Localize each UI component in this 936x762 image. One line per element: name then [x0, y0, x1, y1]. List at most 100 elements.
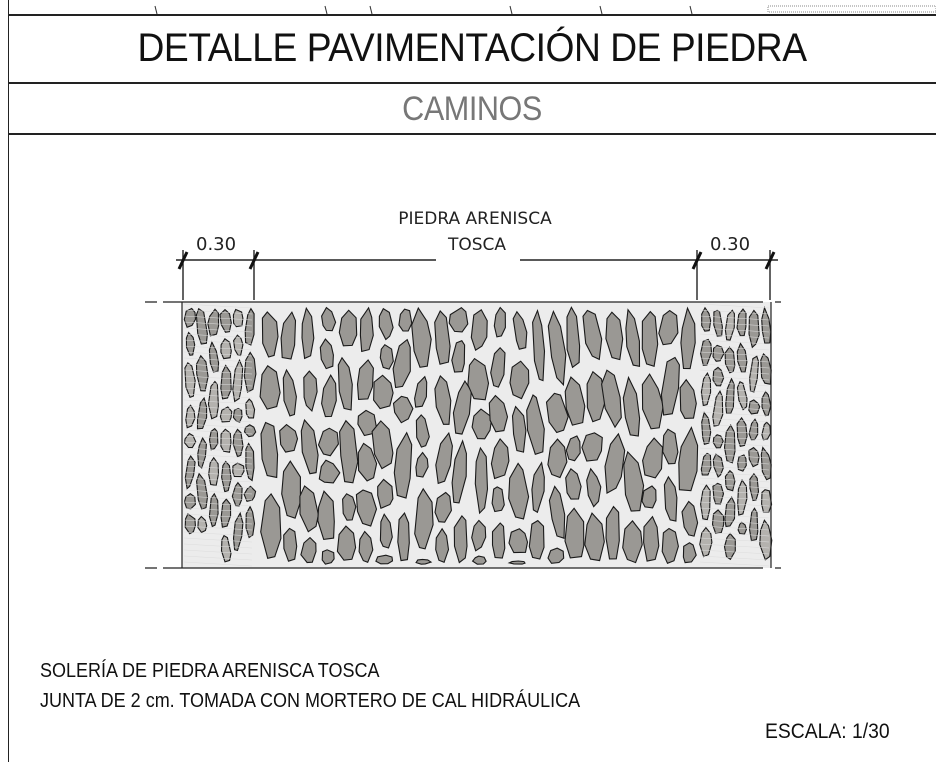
stone	[679, 378, 697, 419]
stone	[371, 420, 394, 470]
hatch-line	[699, 381, 770, 387]
stone	[280, 311, 297, 360]
hatch-line	[699, 507, 770, 513]
stone	[208, 340, 220, 373]
stone	[625, 308, 641, 367]
stone	[434, 310, 451, 365]
stone	[582, 309, 603, 361]
stone	[712, 344, 725, 362]
stone	[375, 554, 394, 565]
hatch-line	[699, 471, 770, 477]
material-label-line2: TOSCA	[447, 235, 506, 255]
stone	[467, 357, 490, 401]
hatch-line	[699, 555, 770, 561]
stone	[208, 456, 220, 487]
stone	[748, 309, 760, 349]
stone	[471, 519, 487, 552]
hatch-line	[183, 471, 253, 477]
stone	[564, 376, 586, 426]
hatch-line	[699, 435, 770, 441]
border-hatch	[183, 303, 770, 567]
hatch-line	[699, 321, 770, 327]
hatch-line	[183, 441, 253, 447]
stone	[566, 306, 581, 369]
hatch-line	[699, 405, 770, 411]
drawing-frame-left-border	[8, 0, 9, 762]
stone	[736, 342, 748, 373]
stone	[358, 530, 374, 564]
hatch-line	[183, 495, 253, 501]
stone	[185, 331, 196, 356]
stone	[219, 308, 232, 333]
stone	[208, 492, 219, 528]
hatch-line	[699, 513, 770, 519]
stone	[355, 489, 378, 527]
hatch-line	[183, 477, 253, 483]
hatch-line	[699, 393, 770, 399]
stone	[642, 437, 664, 479]
hatch-line	[699, 333, 770, 339]
stone	[321, 306, 337, 332]
hatch-line	[699, 357, 770, 363]
stone	[197, 515, 208, 534]
hatch-line	[183, 309, 253, 315]
hatch-line	[699, 441, 770, 447]
stone	[548, 485, 566, 539]
stone	[474, 446, 489, 515]
hatch-line	[183, 531, 253, 537]
hatch-line	[699, 453, 770, 459]
stone	[490, 347, 506, 388]
stone	[605, 311, 624, 361]
stone	[584, 512, 605, 562]
note-line-2: JUNTA DE 2 cm. TOMADA CON MORTERO DE CAL…	[40, 690, 581, 712]
stone	[435, 527, 450, 564]
stone	[220, 534, 232, 563]
stone	[565, 435, 581, 462]
stone	[196, 396, 208, 430]
dimension-label-right: 0.30	[710, 234, 750, 255]
stone	[508, 528, 529, 554]
stone	[318, 459, 341, 484]
hatch-line	[699, 531, 770, 537]
stone	[493, 306, 506, 338]
stone	[397, 512, 410, 562]
hatch-line	[183, 561, 253, 567]
stone	[301, 306, 315, 360]
stone	[748, 507, 759, 542]
stone	[303, 370, 318, 413]
hatch-line	[699, 387, 770, 393]
hatch-line	[699, 489, 770, 495]
stone	[232, 308, 244, 328]
stone	[357, 409, 377, 437]
stone	[300, 418, 319, 475]
stone	[337, 356, 353, 411]
stone	[736, 416, 748, 447]
stone	[531, 461, 545, 514]
hatch-line	[183, 345, 253, 351]
stone	[641, 485, 657, 509]
stone	[338, 309, 358, 347]
hatch-line	[183, 513, 253, 519]
note-line-1: SOLERÍA DE PIEDRA ARENISCA TOSCA	[40, 660, 380, 682]
hatch-line	[699, 369, 770, 375]
hatch-line	[183, 549, 253, 555]
hatch-line	[699, 429, 770, 435]
stone	[470, 308, 488, 352]
stone	[260, 421, 279, 479]
hatch-line	[699, 417, 770, 423]
hatch-line	[699, 351, 770, 357]
stone	[392, 395, 414, 424]
stone	[279, 423, 299, 453]
hatch-line	[183, 339, 253, 345]
stone	[605, 505, 620, 560]
stone	[207, 308, 220, 337]
stone	[317, 427, 339, 457]
stone	[701, 306, 712, 332]
hatch-line	[183, 501, 253, 507]
stone	[378, 307, 394, 341]
stone	[434, 491, 452, 523]
stone	[658, 309, 679, 346]
hatch-line	[183, 417, 253, 423]
stone	[185, 404, 196, 429]
stone	[232, 462, 245, 478]
